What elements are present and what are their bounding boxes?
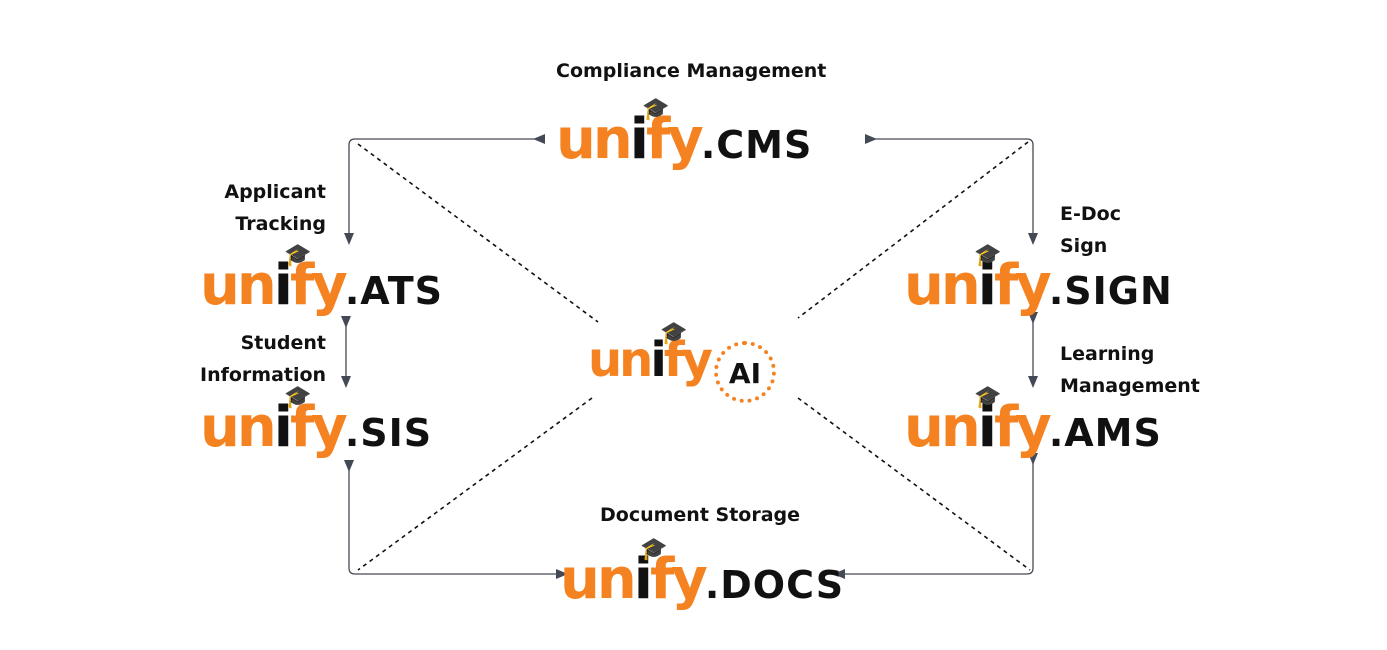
logo-unify-ats: 🎓 unify.ATS — [200, 244, 443, 314]
product-suffix: .ATS — [344, 269, 443, 313]
caption-line: Learning — [1060, 343, 1155, 365]
wordmark-letter-i: i — [273, 395, 293, 460]
graduation-cap-icon: 🎓 — [642, 96, 670, 121]
circuit-ring-icon: AI — [713, 340, 776, 403]
wordmark-letter-i: i — [977, 253, 997, 318]
dashed-link-ai-nw — [357, 143, 599, 323]
wordmark-letter-i: i — [273, 253, 293, 318]
brand-wordmark: unify — [556, 107, 704, 172]
logo-unify-docs: 🎓 unify.DOCS — [560, 538, 845, 608]
caption-line: Sign — [1060, 235, 1108, 257]
arrow-cms-to-sign — [865, 134, 1038, 245]
graduation-cap-icon: 🎓 — [974, 384, 1002, 409]
arrow-cms-to-ats — [344, 134, 545, 245]
caption-student-information: Student Information — [200, 327, 326, 391]
graduation-cap-icon: 🎓 — [974, 242, 1002, 267]
brand-wordmark: unify — [560, 547, 708, 612]
caption-compliance-management: Compliance Management — [556, 60, 827, 82]
caption-line: Student — [240, 332, 326, 354]
brand-wordmark: unify — [200, 395, 348, 460]
caption-line: Information — [200, 364, 327, 386]
wordmark-letter-i: i — [629, 107, 649, 172]
product-suffix: .SIGN — [1048, 269, 1173, 313]
graduation-cap-icon: 🎓 — [284, 242, 312, 267]
caption-line: E-Doc — [1060, 203, 1121, 225]
wordmark-letter-i: i — [977, 395, 997, 460]
caption-document-storage: Document Storage — [600, 504, 801, 526]
arrow-ams-to-docs — [833, 453, 1038, 579]
brand-wordmark: unify — [904, 253, 1052, 318]
graduation-cap-icon: 🎓 — [640, 536, 668, 561]
logo-unify-sign: 🎓 unify.SIGN — [904, 244, 1173, 314]
arrow-sis-to-docs — [344, 460, 568, 579]
caption-line: Applicant — [224, 181, 326, 203]
graduation-cap-icon: 🎓 — [660, 320, 688, 345]
caption-applicant-tracking: Applicant Tracking — [222, 176, 326, 240]
dashed-link-ai-se — [797, 397, 1031, 571]
caption-edoc-sign: E-Doc Sign — [1060, 198, 1121, 262]
wordmark-letter-i: i — [650, 332, 667, 388]
brand-wordmark: unify — [904, 395, 1052, 460]
caption-line: Management — [1060, 375, 1200, 397]
caption-learning-management: Learning Management — [1060, 338, 1200, 402]
logo-unify-sis: 🎓 unify.SIS — [200, 386, 433, 456]
dashed-link-ai-sw — [357, 397, 593, 571]
brand-wordmark: unify — [200, 253, 348, 318]
product-suffix: .CMS — [700, 123, 813, 167]
dashed-link-ai-ne — [797, 141, 1029, 319]
logo-unify-ams: 🎓 unify.AMS — [904, 386, 1162, 456]
wordmark-letter-i: i — [633, 547, 653, 612]
product-suffix: .AMS — [1048, 411, 1162, 455]
brand-wordmark: unify — [588, 332, 713, 388]
logo-unify-cms: 🎓 unify.CMS — [556, 98, 813, 168]
caption-line: Tracking — [235, 213, 326, 235]
product-suffix: .SIS — [344, 411, 433, 455]
product-suffix: .DOCS — [704, 563, 845, 607]
graduation-cap-icon: 🎓 — [284, 384, 312, 409]
